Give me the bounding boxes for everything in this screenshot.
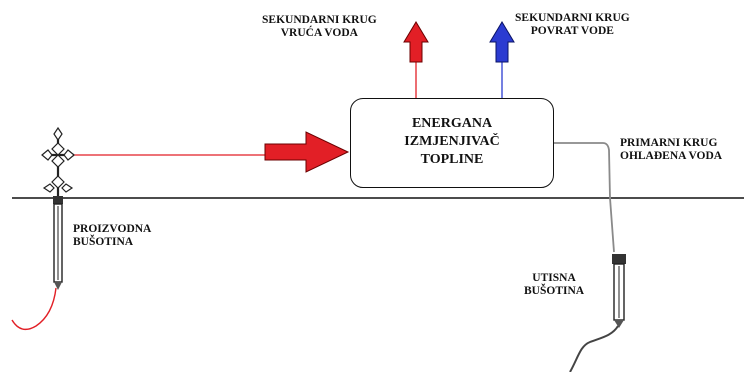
primary-label-line-2: OHLAĐENA VODA: [620, 150, 723, 162]
power-plant-label: ENERGANA IZMJENJIVAČ TOPLINE: [351, 115, 553, 169]
secondary-return-arrow: [489, 21, 515, 63]
production-label-line-2: BUŠOTINA: [73, 236, 134, 248]
secondary-hot-label-line-2: VRUĆA VODA: [280, 27, 358, 39]
plant-label-line-2: IZMJENJIVAČ: [404, 134, 500, 149]
secondary-hot-label-line-1: SEKUNDARNI KRUG: [262, 14, 377, 26]
secondary-hot-label: SEKUNDARNI KRUG VRUĆA VODA: [262, 14, 377, 40]
secondary-return-label-line-2: POVRAT VODE: [530, 25, 614, 37]
secondary-hot-arrow: [403, 21, 429, 63]
production-well-label: PROIZVODNA BUŠOTINA: [73, 223, 151, 249]
primary-label-line-1: PRIMARNI KRUG: [620, 137, 718, 149]
production-well-reservoir-line: [11, 287, 57, 331]
production-label-line-1: PROIZVODNA: [73, 223, 152, 235]
hot-flow-arrow: [264, 131, 350, 173]
injection-label-line-2: BUŠOTINA: [524, 285, 585, 297]
plant-label-line-1: ENERGANA: [411, 116, 493, 131]
secondary-return-label-line-1: SEKUNDARNI KRUG: [515, 12, 630, 24]
cooled-water-pipe: [554, 142, 615, 253]
injection-well-label: UTISNA BUŠOTINA: [524, 272, 584, 298]
production-well-casing: [53, 196, 63, 290]
power-plant-heat-exchanger-box: ENERGANA IZMJENJIVAČ TOPLINE: [350, 98, 554, 188]
primary-circuit-label: PRIMARNI KRUG OHLAĐENA VODA: [620, 137, 722, 163]
plant-label-line-3: TOPLINE: [420, 152, 484, 167]
injection-label-line-1: UTISNA: [532, 272, 576, 284]
injection-well-reservoir-line: [569, 325, 619, 372]
secondary-return-label: SEKUNDARNI KRUG POVRAT VODE: [515, 12, 630, 38]
production-wellhead-icon: [41, 126, 75, 196]
injection-well-casing: [612, 254, 626, 328]
